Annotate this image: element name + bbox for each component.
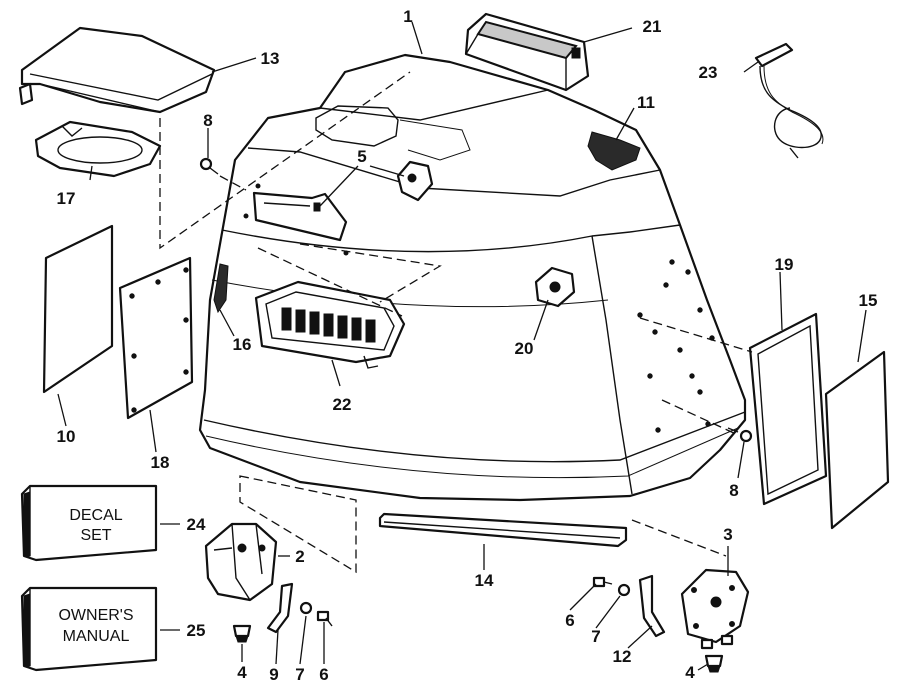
- callout-1: 1: [403, 7, 412, 26]
- callout-10: 10: [57, 427, 76, 446]
- callout-20: 20: [515, 339, 534, 358]
- washer-right: [617, 583, 631, 597]
- callout-16: 16: [233, 335, 252, 354]
- callout-3: 3: [723, 525, 732, 544]
- callout-24: 24: [187, 515, 206, 534]
- callout-9: 9: [269, 665, 278, 684]
- grommet: [534, 266, 576, 308]
- callout-8-top: 8: [203, 111, 212, 130]
- callout-13: 13: [261, 49, 280, 68]
- callout-14: 14: [475, 571, 494, 590]
- callout-25: 25: [187, 621, 206, 640]
- bolt-right: [592, 576, 613, 588]
- callout-18: 18: [151, 453, 170, 472]
- vent-grille: [254, 280, 406, 369]
- decal-set-line1: DECAL: [69, 507, 122, 524]
- callout-numbers: 1 21 13 23 11 8 5 17 16 20 19 15 22 10 1…: [57, 7, 878, 684]
- bolt-left: [316, 610, 333, 627]
- side-seal-patch: [213, 263, 229, 314]
- owners-manual-line1: OWNER'S: [58, 607, 133, 624]
- screw-lower: [727, 427, 753, 443]
- gasket-ring: [34, 120, 162, 178]
- side-decal-right: [824, 350, 890, 530]
- assembly-dashed-lines: [159, 71, 753, 574]
- callout-11: 11: [637, 93, 655, 112]
- callout-7-right: 7: [591, 627, 600, 646]
- sensor-wire: [754, 42, 824, 159]
- callout-7-left: 7: [295, 665, 304, 684]
- owners-manual-line2: MANUAL: [63, 628, 130, 645]
- side-decal-left: [42, 224, 114, 394]
- side-frame: [748, 312, 828, 506]
- clip-left: [266, 582, 294, 634]
- callout-12: 12: [613, 647, 632, 666]
- rubber-foot-left: [232, 624, 252, 643]
- bottom-seal-strip: [378, 512, 628, 548]
- callout-2: 2: [295, 547, 304, 566]
- leader-lines: [57, 21, 867, 671]
- decal-set-book: DECAL SET: [20, 484, 158, 562]
- callout-23: 23: [699, 63, 718, 82]
- rear-grip: [464, 12, 590, 92]
- callout-17: 17: [57, 189, 76, 208]
- callout-15: 15: [859, 291, 878, 310]
- callout-19: 19: [775, 255, 794, 274]
- callout-5: 5: [357, 147, 366, 166]
- owners-manual-book: OWNER'S MANUAL: [20, 586, 158, 672]
- callout-6-left: 6: [319, 665, 328, 684]
- seal-strip-patch: [587, 131, 641, 171]
- washer-left: [299, 601, 313, 615]
- callout-6-right: 6: [565, 611, 574, 630]
- rubber-foot-right: [704, 654, 724, 673]
- clip-right: [638, 574, 666, 638]
- callout-22: 22: [333, 395, 352, 414]
- latch-bracket: [204, 522, 278, 602]
- side-liner-panel: [118, 256, 194, 420]
- callout-8-right: 8: [729, 481, 738, 500]
- callout-4-left: 4: [237, 663, 247, 682]
- latch-plate: [680, 568, 750, 650]
- top-cover: [18, 26, 216, 114]
- engine-cowl: [198, 53, 747, 502]
- bracket-plate: [252, 160, 434, 242]
- callout-4-right: 4: [685, 663, 695, 682]
- screw-upper: [199, 157, 219, 175]
- decal-set-line2: SET: [80, 527, 111, 544]
- callout-21: 21: [643, 17, 662, 36]
